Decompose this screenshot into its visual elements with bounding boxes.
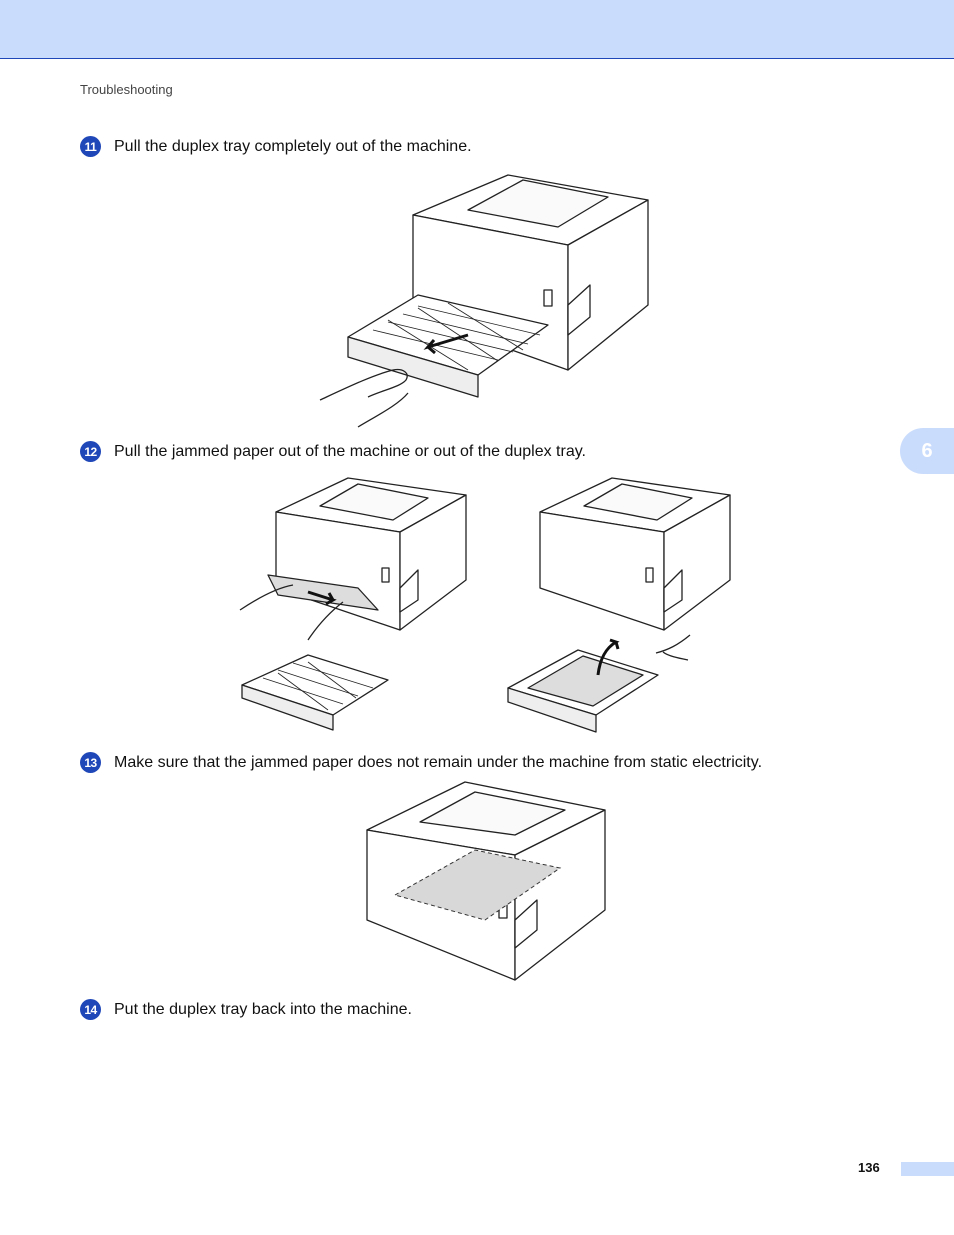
- step-text: Pull the jammed paper out of the machine…: [114, 442, 586, 460]
- step-number-badge: 12: [80, 441, 101, 462]
- step-text: Put the duplex tray back into the machin…: [114, 1000, 412, 1018]
- remove-jammed-paper-illustration: [239, 477, 731, 733]
- step-11: 11 Pull the duplex tray completely out o…: [80, 136, 472, 157]
- header-band: [0, 0, 954, 59]
- section-title: Troubleshooting: [80, 82, 173, 97]
- step-14: 14 Put the duplex tray back into the mac…: [80, 999, 412, 1020]
- chapter-tab[interactable]: 6: [900, 428, 954, 474]
- printer-duplex-tray-out-illustration: [319, 174, 649, 428]
- step-13: 13 Make sure that the jammed paper does …: [80, 752, 762, 773]
- step-12: 12 Pull the jammed paper out of the mach…: [80, 441, 586, 462]
- step-text: Pull the duplex tray completely out of t…: [114, 137, 472, 155]
- page-number: 136: [858, 1160, 880, 1175]
- check-under-machine-illustration: [366, 781, 606, 981]
- step-text: Make sure that the jammed paper does not…: [114, 753, 763, 771]
- footer-band: [901, 1162, 954, 1176]
- step-number-badge: 14: [80, 999, 101, 1020]
- step-number-badge: 13: [80, 752, 101, 773]
- step-number-badge: 11: [80, 136, 101, 157]
